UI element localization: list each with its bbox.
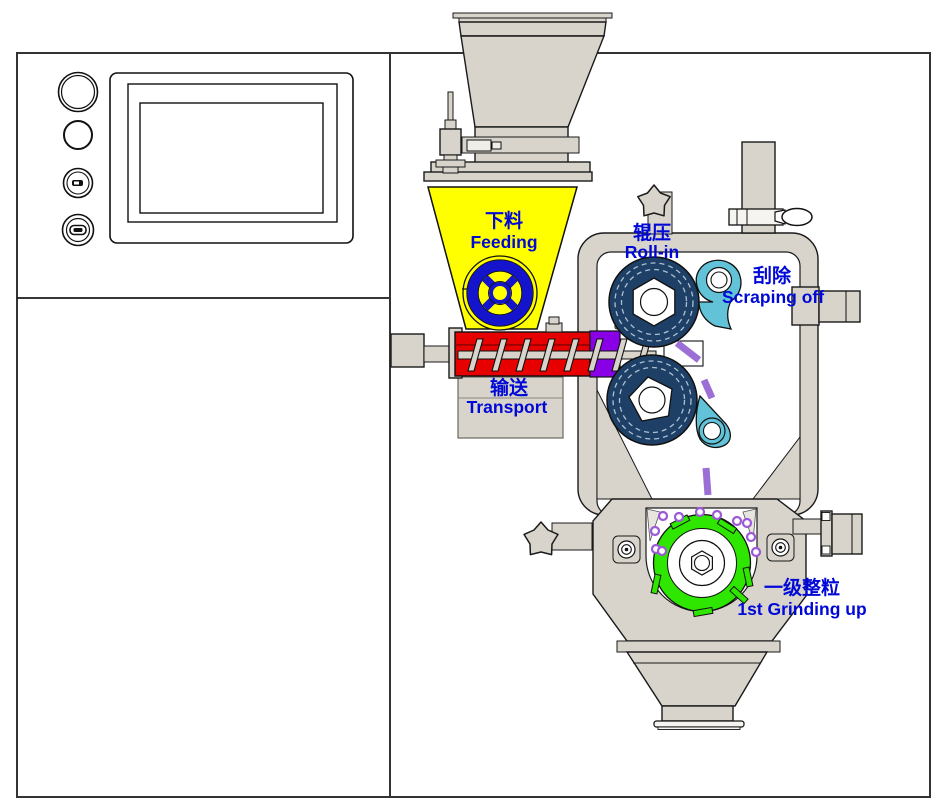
label-feeding-zh: 下料	[485, 209, 523, 232]
labels: 下料 Feeding 辊压 Roll-in 刮除 Scraping off 输送…	[467, 209, 867, 619]
rotor-ring	[653, 514, 751, 612]
screw-conveyor	[390, 316, 657, 379]
roller-upper	[608, 256, 700, 348]
key-switch-upper	[62, 167, 94, 199]
outlet-flange	[653, 720, 745, 728]
roller-lower	[606, 354, 698, 446]
label-feeding-en: Feeding	[470, 232, 537, 252]
hopper-rim	[452, 12, 613, 19]
label-transport-en: Transport	[467, 397, 548, 417]
scraper-upper	[695, 259, 742, 330]
scraper-lower	[695, 394, 732, 449]
indicator-ring	[57, 71, 99, 113]
feeding-funnel	[427, 186, 578, 331]
discharge-cone	[625, 651, 769, 730]
transport-label-box	[457, 376, 564, 439]
mount-flange-lower	[423, 171, 593, 182]
key-switch-lower	[61, 213, 95, 247]
clamp-handle-icon	[781, 207, 813, 227]
side-port-lower	[792, 510, 863, 557]
key-slot-icon	[69, 224, 87, 236]
round-button	[63, 120, 93, 150]
star-knob-icon	[523, 521, 559, 556]
level-sensor	[435, 91, 466, 174]
housing-bottom-band	[616, 640, 781, 653]
side-port-upper	[791, 286, 861, 326]
outlet-neck	[661, 705, 734, 722]
rotor-blades	[650, 514, 754, 618]
agitator-wheel	[462, 255, 538, 331]
label-rollin-zh: 辊压	[633, 221, 671, 244]
cone	[625, 651, 769, 707]
grinding-rotor	[650, 513, 754, 618]
label-scraping-zh: 刮除	[753, 264, 792, 287]
top-knob	[637, 184, 673, 235]
hmi-screen	[139, 102, 324, 214]
granules	[649, 506, 762, 558]
label-grinding-en: 1st Grinding up	[737, 599, 866, 619]
side-knob	[523, 521, 593, 556]
conveyor-shaft	[423, 345, 451, 363]
hopper-band	[458, 21, 607, 37]
label-transport-zh: 输送	[490, 376, 529, 399]
feed-hopper	[423, 12, 613, 182]
label-rollin-en: Roll-in	[625, 242, 679, 262]
label-scraping-en: Scraping off	[722, 287, 824, 307]
star-knob-icon	[637, 184, 671, 217]
label-grinding-zh: 一级整粒	[764, 576, 840, 599]
bolt-pad-right	[766, 533, 795, 562]
bolt-pad-left	[612, 535, 641, 564]
screw-auger	[457, 338, 657, 372]
pipe-clamp	[728, 207, 813, 227]
control-panel	[57, 71, 354, 247]
top-pipe	[728, 141, 813, 234]
ribbon-flakes	[674, 340, 716, 496]
hmi-panel	[109, 72, 354, 244]
conveyor-motor-block	[390, 333, 425, 368]
